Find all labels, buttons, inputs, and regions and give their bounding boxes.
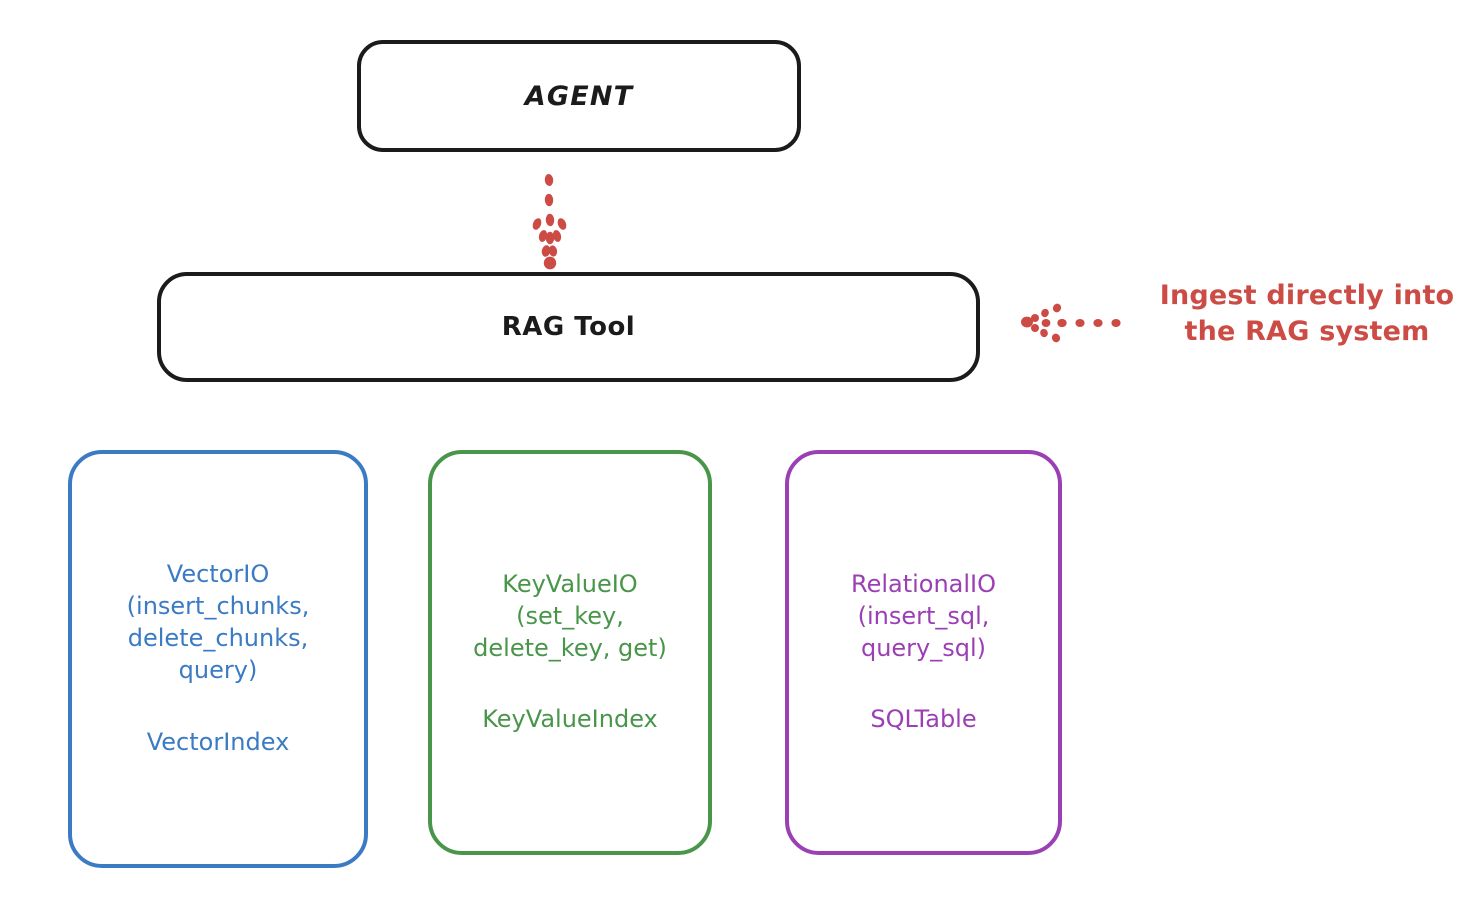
vector-io-index-label: VectorIndex xyxy=(146,727,290,756)
relational-io-api-label: RelationalIO (insert_sql, query_sql) xyxy=(850,569,997,662)
relational-io-node[interactable]: RelationalIO (insert_sql, query_sql) SQL… xyxy=(785,450,1062,855)
vector-io-api-label: VectorIO (insert_chunks, delete_chunks, … xyxy=(126,560,310,684)
ingest-to-rag-tool-arrow xyxy=(1021,303,1121,343)
agent-node[interactable]: AGENT xyxy=(357,40,801,152)
relational-io-index-label: SQLTable xyxy=(870,705,977,734)
agent-node-label: AGENT xyxy=(524,80,634,112)
key-value-io-node[interactable]: KeyValueIO (set_key, delete_key, get) Ke… xyxy=(428,450,712,855)
agent-to-rag-tool-arrow xyxy=(532,174,567,270)
vector-io-node[interactable]: VectorIO (insert_chunks, delete_chunks, … xyxy=(68,450,368,868)
key-value-io-api-label: KeyValueIO (set_key, delete_key, get) xyxy=(473,569,667,662)
key-value-io-index-label: KeyValueIndex xyxy=(482,705,658,734)
rag-tool-node[interactable]: RAG Tool xyxy=(157,272,980,382)
rag-tool-node-label: RAG Tool xyxy=(501,312,636,342)
ingest-annotation-text: Ingest directly into the RAG system xyxy=(1159,280,1455,347)
